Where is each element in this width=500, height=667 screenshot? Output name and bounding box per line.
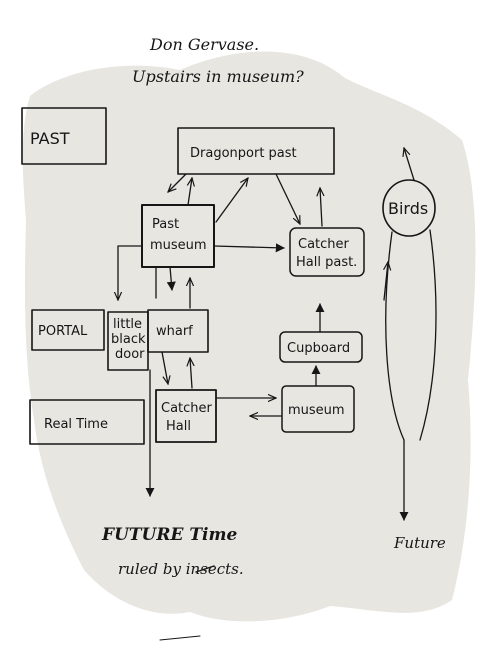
arrow-wharf-to-catcher-hall xyxy=(161,351,168,384)
arrow-past-museum-to-portal xyxy=(118,245,143,300)
real-time-node: Real Time xyxy=(29,399,145,445)
svg-text:Cupboard: Cupboard xyxy=(287,341,350,356)
portal-node: PORTAL xyxy=(31,309,105,351)
ruled-by-insects-label: ruled by insects. xyxy=(118,560,244,578)
arrow-past-museum-to-wharf xyxy=(166,266,176,291)
svg-text:PORTAL: PORTAL xyxy=(38,324,88,339)
note-upstairs: Upstairs in museum? xyxy=(132,67,304,86)
svg-text:door: door xyxy=(115,347,145,362)
paper-edge-line xyxy=(159,635,201,641)
past-node: PAST xyxy=(21,107,107,165)
arrow-dragonport-to-past-museum xyxy=(168,173,187,192)
arrow-past-museum-diagonal xyxy=(215,178,248,223)
svg-text:Dragonport past: Dragonport past xyxy=(190,146,297,161)
catcher-hall-node: Catcher Hall xyxy=(155,389,217,443)
svg-text:black: black xyxy=(111,332,146,347)
past-museum-node: Past museum xyxy=(141,204,215,268)
note-don-gervase: Don Gervase. xyxy=(149,35,259,54)
insects-underline xyxy=(195,565,215,573)
arrow-birds-up xyxy=(404,148,415,181)
paper-background xyxy=(22,51,476,622)
svg-text:Catcher: Catcher xyxy=(161,401,213,416)
svg-text:little: little xyxy=(113,317,142,332)
arrow-future-side-up xyxy=(384,262,388,301)
connectors xyxy=(118,148,437,521)
svg-text:Hall: Hall xyxy=(166,419,191,434)
catcher-hall-past-node: Catcher Hall past. xyxy=(289,227,365,277)
future-time-label: FUTURE Time xyxy=(101,525,237,545)
little-black-door-node: little black door xyxy=(107,311,149,371)
arrow-past-museum-to-dragonport xyxy=(188,178,192,206)
svg-text:Hall past.: Hall past. xyxy=(296,255,357,270)
dragonport-past-node: Dragonport past xyxy=(177,127,335,175)
wharf-node: wharf xyxy=(147,309,209,353)
birds-loop-right xyxy=(419,229,437,441)
svg-text:Past: Past xyxy=(152,217,179,232)
svg-text:museum: museum xyxy=(288,403,345,418)
svg-text:Real Time: Real Time xyxy=(44,417,108,432)
birds-node: Birds xyxy=(382,179,436,237)
svg-text:Catcher: Catcher xyxy=(298,237,350,252)
svg-text:museum: museum xyxy=(150,238,207,253)
svg-text:wharf: wharf xyxy=(156,324,193,339)
svg-text:PAST: PAST xyxy=(30,129,70,148)
arrow-dragonport-to-catcher-hall-past xyxy=(275,173,301,224)
svg-text:Birds: Birds xyxy=(388,199,428,218)
arrow-catcher-hall-to-wharf xyxy=(190,358,192,389)
cupboard-node: Cupboard xyxy=(279,331,363,363)
future-label: Future xyxy=(393,534,446,552)
arrow-past-museum-to-catcher-hall-past xyxy=(213,243,285,253)
museum-node: museum xyxy=(281,385,355,433)
arrow-catcher-hall-past-to-dragonport xyxy=(320,188,322,227)
